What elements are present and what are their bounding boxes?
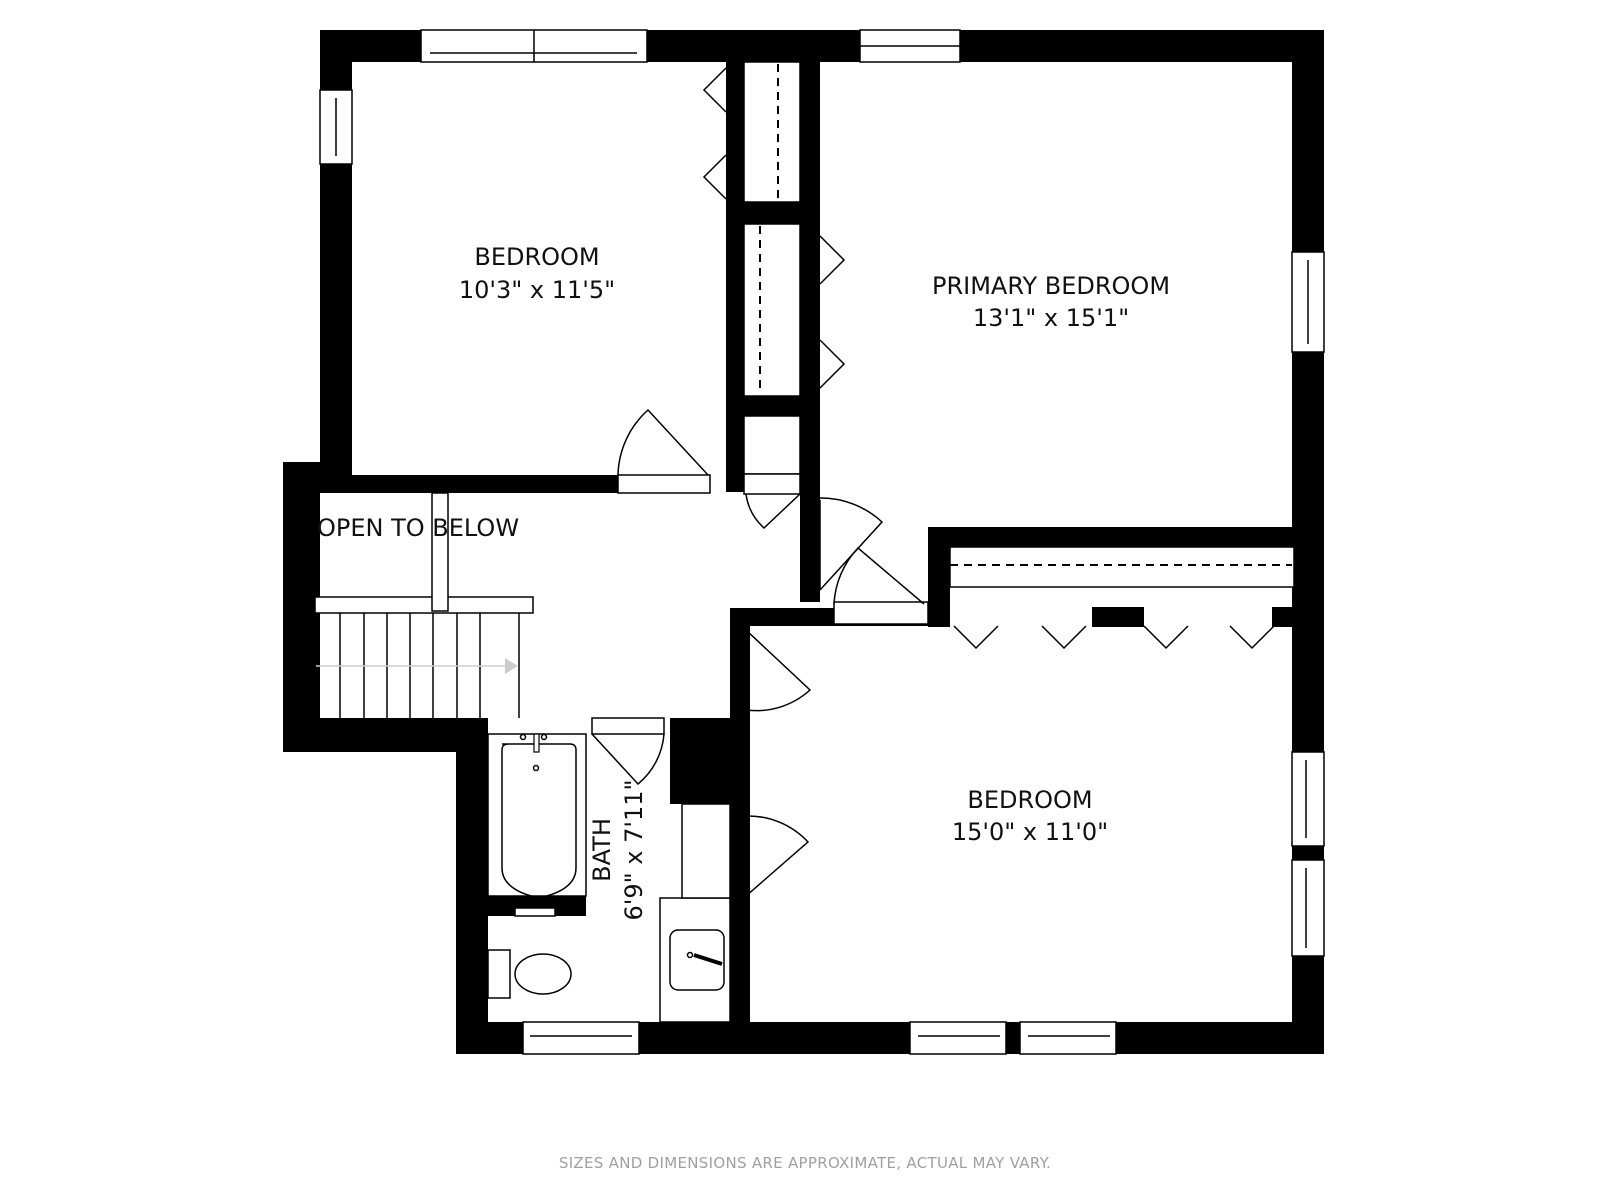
room-name-open-to-below: OPEN TO BELOW [317, 514, 519, 542]
doors [591, 408, 929, 898]
room-dims-primary-bedroom: 13'1" x 15'1" [973, 304, 1129, 332]
windows [319, 29, 1325, 1055]
room-dims-bedroom-2: 15'0" x 11'0" [952, 818, 1108, 846]
closets [702, 61, 1295, 650]
bathtub-icon [501, 743, 577, 899]
stairs [314, 492, 534, 718]
footnote: SIZES AND DIMENSIONS ARE APPROXIMATE, AC… [559, 1154, 1051, 1172]
toilet-icon [514, 953, 572, 995]
room-name-bedroom-1: BEDROOM [474, 243, 599, 271]
room-name-primary-bedroom: PRIMARY BEDROOM [932, 272, 1170, 300]
toilet-tank-icon [487, 949, 511, 999]
room-labels: BEDROOM 10'3" x 11'5" PRIMARY BEDROOM 13… [317, 243, 1170, 921]
room-dims-bath: 6'9" x 7'11" [620, 779, 648, 920]
room-name-bath: BATH [588, 818, 616, 882]
room-dims-bedroom-1: 10'3" x 11'5" [459, 276, 615, 304]
stair-arrow-icon [505, 658, 518, 674]
sink-icon [669, 929, 725, 991]
room-name-bedroom-2: BEDROOM [967, 786, 1092, 814]
bath-fixtures [487, 733, 731, 1023]
